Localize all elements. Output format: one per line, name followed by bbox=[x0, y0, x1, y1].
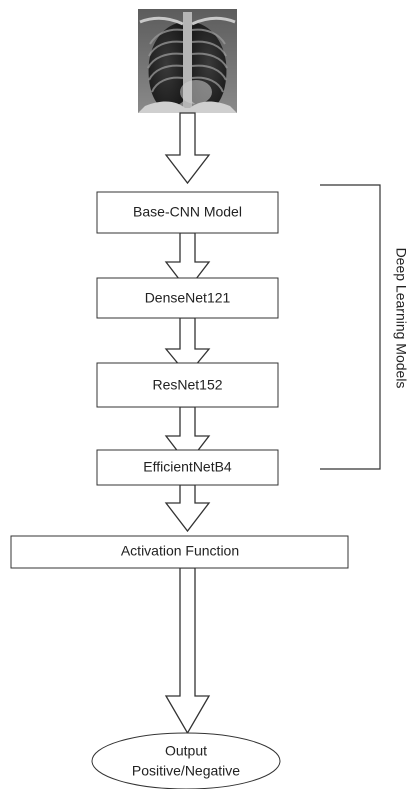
chest-xray-image bbox=[138, 9, 237, 113]
model-label-base-cnn: Base-CNN Model bbox=[133, 204, 242, 220]
flow-arrow-1 bbox=[164, 112, 211, 185]
flow-arrow-5 bbox=[164, 484, 211, 533]
model-label-resnet152: ResNet152 bbox=[152, 377, 222, 393]
model-box-efficientnetb4: EfficientNetB4 bbox=[96, 449, 279, 486]
flow-arrow-2 bbox=[164, 232, 211, 292]
model-label-densenet121: DenseNet121 bbox=[145, 290, 231, 306]
model-box-resnet152: ResNet152 bbox=[96, 362, 279, 408]
model-box-densenet121: DenseNet121 bbox=[96, 277, 279, 319]
model-box-base-cnn: Base-CNN Model bbox=[96, 191, 279, 234]
flow-arrow-3 bbox=[164, 317, 211, 377]
activation-function-box: Activation Function bbox=[10, 535, 349, 569]
model-label-efficientnetb4: EfficientNetB4 bbox=[143, 459, 232, 475]
activation-function-label: Activation Function bbox=[121, 543, 239, 559]
output-line2: Positive/Negative bbox=[132, 763, 240, 779]
output-node: Output Positive/Negative bbox=[91, 732, 281, 789]
output-line1: Output bbox=[165, 743, 207, 759]
flow-arrow-6 bbox=[164, 567, 211, 735]
group-label-deep-learning-models: Deep Learning Models bbox=[393, 248, 409, 389]
group-bracket bbox=[320, 184, 381, 470]
